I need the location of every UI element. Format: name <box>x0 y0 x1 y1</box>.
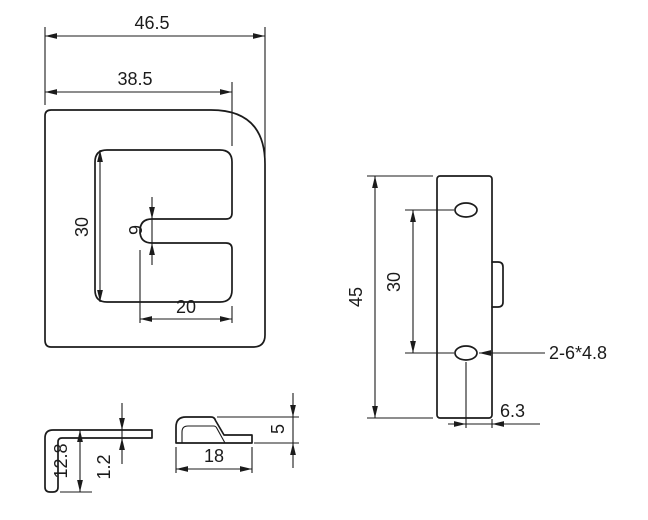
callout-hole-size: 2-6*4.8 <box>479 343 607 363</box>
dim-emboss-height: 5 <box>217 393 299 468</box>
dim-label-thickness: 1.2 <box>94 454 114 479</box>
mounting-hole-bottom <box>454 345 478 361</box>
dim-flange-height: 12.8 <box>51 430 92 493</box>
dim-slot-height: 30 <box>72 150 103 302</box>
dim-hole-edge-offset: 6.3 <box>448 362 540 428</box>
dim-tongue-length: 20 <box>139 250 233 323</box>
l-profile-outline <box>44 429 153 493</box>
tongue-underside-line <box>181 425 226 444</box>
tongue-outline <box>175 416 253 444</box>
dim-label-overall-height: 45 <box>346 287 366 307</box>
dim-overall-height: 45 <box>346 175 433 419</box>
dim-overall-width: 46.5 <box>44 13 266 157</box>
dim-opening-width: 38.5 <box>45 69 233 146</box>
part-outline <box>44 109 266 348</box>
bottom-view: 18 5 <box>175 393 299 473</box>
dim-label-opening-width: 38.5 <box>117 69 152 89</box>
dim-label-tongue-width: 18 <box>204 446 224 466</box>
dim-label-slot-height: 30 <box>72 217 92 237</box>
side-body <box>436 175 493 419</box>
dim-tongue-width: 18 <box>175 446 253 473</box>
dim-tongue-slot: 9 <box>126 197 155 265</box>
dim-label-tongue-slot: 9 <box>126 225 146 235</box>
dim-label-hole-edge-offset: 6.3 <box>500 401 525 421</box>
hole-callout-label: 2-6*4.8 <box>549 343 607 363</box>
side-view: 45 30 2-6*4.8 6.3 <box>346 175 607 428</box>
mounting-hole-top <box>454 202 478 218</box>
dim-label-tongue-length: 20 <box>176 297 196 317</box>
side-tab <box>491 261 504 308</box>
end-view: 12.8 1.2 <box>44 403 153 493</box>
dim-label-flange-height: 12.8 <box>51 443 71 478</box>
dim-label-overall-width: 46.5 <box>134 13 169 33</box>
dim-hole-spacing: 30 <box>384 209 454 354</box>
front-view: 46.5 38.5 30 9 20 <box>44 13 266 348</box>
dim-label-hole-spacing: 30 <box>384 272 404 292</box>
dim-thickness: 1.2 <box>94 403 125 480</box>
dim-label-emboss-height: 5 <box>268 424 288 434</box>
slot-cutout <box>94 149 233 303</box>
